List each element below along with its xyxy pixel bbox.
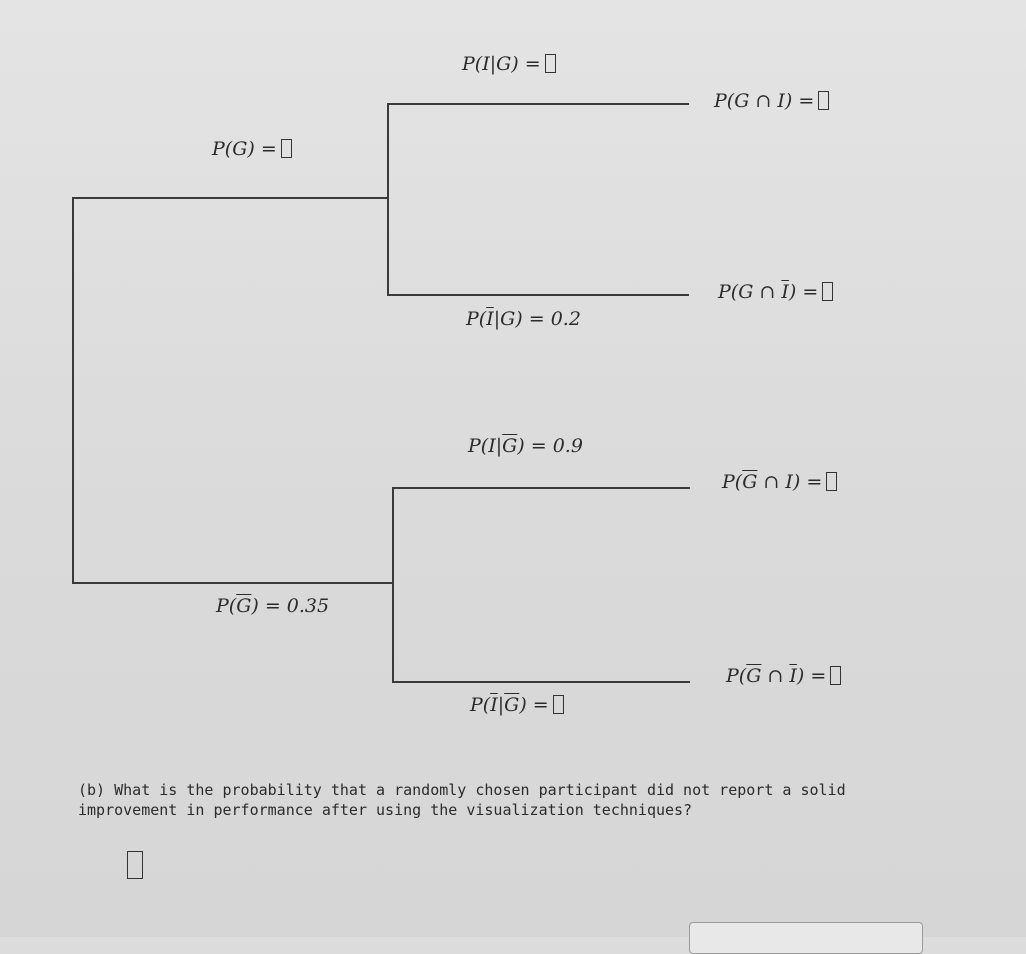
- label-p-gbar-post: ) = 0.35: [251, 595, 330, 617]
- trunk-line: [72, 197, 74, 584]
- label-p-i-given-gbar-post: ) = 0.9: [517, 435, 583, 457]
- branch-line-ibar-given-g: [387, 294, 689, 296]
- label-p-ibar-given-gbar-ov1: I: [490, 694, 498, 716]
- outcome-gbar-and-i-pre: P(: [722, 471, 743, 493]
- answer-box-gbar-and-ibar[interactable]: [830, 666, 842, 685]
- answer-box-gbar-and-i[interactable]: [826, 472, 838, 491]
- label-p-ibar-given-gbar-ov2: G: [504, 694, 520, 716]
- outcome-g-and-i-text: P(G ∩ I) =: [714, 90, 815, 112]
- outcome-gbar-and-ibar-ov2: I: [789, 665, 797, 687]
- label-p-ibar-given-gbar-pre: P(: [470, 694, 491, 716]
- branch-line-g: [72, 197, 388, 199]
- answer-box-p-g[interactable]: [280, 139, 292, 158]
- branch-line-ibar-given-gbar: [392, 681, 690, 683]
- branch-line-gbar: [72, 582, 392, 584]
- label-p-ibar-given-g-ov: I: [486, 308, 494, 330]
- outcome-gbar-and-ibar-pre: P(: [726, 665, 747, 687]
- outcome-g-and-i: P(G ∩ I) =: [714, 89, 830, 113]
- submit-button[interactable]: [689, 922, 923, 954]
- outcome-gbar-and-i: P(G ∩ I) =: [722, 470, 838, 494]
- label-p-i-given-g-text: P(I|G) =: [462, 53, 541, 75]
- outcome-g-and-ibar-pre: P(G ∩: [718, 281, 782, 303]
- outcome-gbar-and-i-ov: G: [742, 471, 758, 493]
- outcome-gbar-and-ibar-mid: ∩: [761, 665, 790, 687]
- label-p-i-given-gbar-ov: G: [502, 435, 518, 457]
- label-p-g: P(G) =: [212, 137, 292, 161]
- question-b: (b) What is the probability that a rando…: [78, 781, 846, 819]
- answer-box-g-and-i[interactable]: [818, 91, 830, 110]
- label-p-ibar-given-g-post: |G) = 0.2: [493, 308, 581, 330]
- outcome-gbar-and-i-post: ∩ I) =: [757, 471, 823, 493]
- answer-box-g-and-ibar[interactable]: [822, 282, 834, 301]
- label-p-g-text: P(G) =: [212, 138, 277, 160]
- label-p-gbar-pre: P(: [216, 595, 237, 617]
- outcome-gbar-and-ibar-ov1: G: [746, 665, 762, 687]
- node-line-gbar: [392, 487, 394, 683]
- branch-line-i-given-gbar: [392, 487, 690, 489]
- answer-input-b[interactable]: [127, 851, 143, 879]
- label-p-ibar-given-gbar-mid: |: [497, 694, 505, 716]
- outcome-gbar-and-ibar-post: ) =: [796, 665, 827, 687]
- label-p-i-given-g: P(I|G) =: [462, 52, 556, 76]
- answer-box-p-i-given-g[interactable]: [544, 54, 556, 73]
- label-p-i-given-gbar-pre: P(I|: [468, 435, 503, 457]
- outcome-g-and-ibar-ov: I: [781, 281, 789, 303]
- outcome-gbar-and-ibar: P(G ∩ I) =: [726, 664, 842, 688]
- branch-line-i-given-g: [387, 103, 689, 105]
- answer-box-p-ibar-given-gbar[interactable]: [552, 695, 564, 714]
- label-p-ibar-given-g-pre: P(: [466, 308, 487, 330]
- label-p-ibar-given-g: P(I|G) = 0.2: [466, 307, 581, 331]
- outcome-g-and-ibar: P(G ∩ I) =: [718, 280, 834, 304]
- label-p-i-given-gbar: P(I|G) = 0.9: [468, 434, 583, 458]
- node-line-g: [387, 103, 389, 296]
- label-p-gbar-ov: G: [236, 595, 252, 617]
- label-p-ibar-given-gbar: P(I|G) =: [470, 693, 564, 717]
- outcome-g-and-ibar-post: ) =: [788, 281, 819, 303]
- label-p-gbar: P(G) = 0.35: [216, 594, 329, 618]
- label-p-ibar-given-gbar-post: ) =: [519, 694, 549, 716]
